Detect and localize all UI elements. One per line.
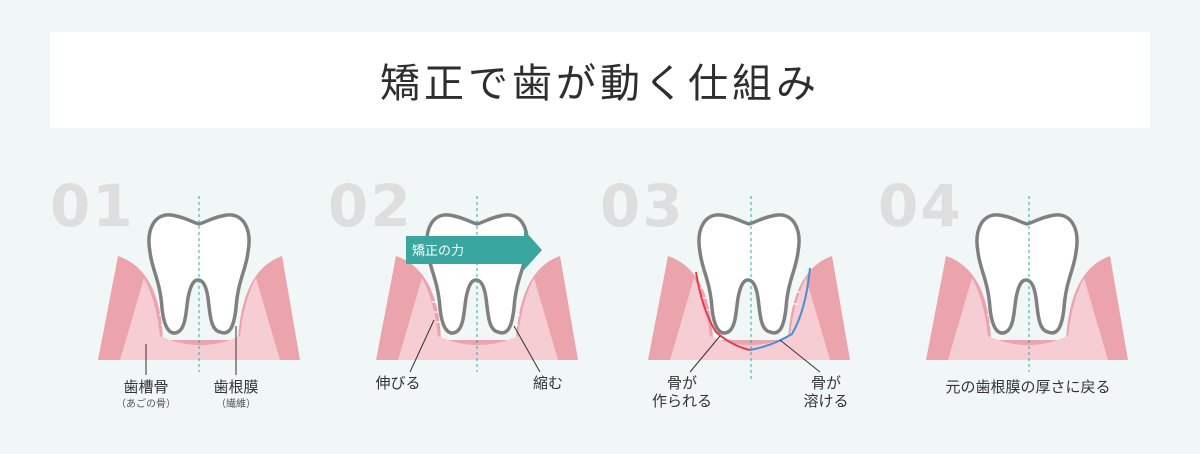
step-number: 02 bbox=[328, 172, 413, 240]
step-panel-2: 02 矯正の力 伸びる 縮む bbox=[328, 160, 604, 440]
tooth-diagram-3 bbox=[648, 196, 850, 380]
force-label: 矯正の力 bbox=[412, 244, 465, 259]
step-panel-1: 01 歯槽骨 （あごの骨） 歯根膜 （繊維） bbox=[50, 160, 326, 440]
resorbed-leader bbox=[779, 339, 821, 373]
step-panel-4: 04 元の歯根膜の厚さに戻る bbox=[878, 160, 1154, 440]
gum-inner bbox=[398, 278, 558, 360]
formed-leader bbox=[689, 335, 721, 373]
gum-inner bbox=[670, 278, 830, 360]
bone-resorbed-line bbox=[749, 267, 811, 351]
label-periodontal-ligament: 歯根膜 （繊維） bbox=[213, 378, 259, 410]
label-bone-formed: 骨が 作られる bbox=[651, 374, 713, 410]
tooth bbox=[147, 213, 251, 335]
tooth-diagram-1 bbox=[98, 196, 300, 375]
tooth bbox=[697, 213, 801, 335]
force-arrow bbox=[406, 230, 542, 270]
step-panel-3: 03 骨が 作られる 骨が 溶ける bbox=[600, 160, 876, 440]
tooth bbox=[975, 213, 1079, 335]
step-number: 04 bbox=[878, 172, 963, 240]
gum-inner bbox=[120, 278, 280, 360]
label-compress: 縮む bbox=[532, 374, 564, 392]
step-number: 01 bbox=[50, 172, 135, 240]
label-stretch: 伸びる bbox=[375, 374, 421, 392]
bone-formed-line bbox=[695, 271, 751, 351]
label-alveolar-bone: 歯槽骨 （あごの骨） bbox=[116, 378, 176, 410]
title-banner: 矯正で歯が動く仕組み bbox=[50, 32, 1150, 128]
stretch-leader bbox=[409, 319, 435, 373]
page-title: 矯正で歯が動く仕組み bbox=[380, 61, 820, 107]
gum-inner bbox=[948, 278, 1108, 360]
compress-leader bbox=[513, 325, 541, 373]
label-bone-resorbed: 骨が 溶ける bbox=[803, 374, 849, 410]
tooth-diagram-4 bbox=[926, 196, 1128, 372]
label-restored: 元の歯根膜の厚さに戻る bbox=[945, 378, 1111, 396]
tooth-diagram-2 bbox=[376, 196, 578, 373]
step-number: 03 bbox=[600, 172, 685, 240]
